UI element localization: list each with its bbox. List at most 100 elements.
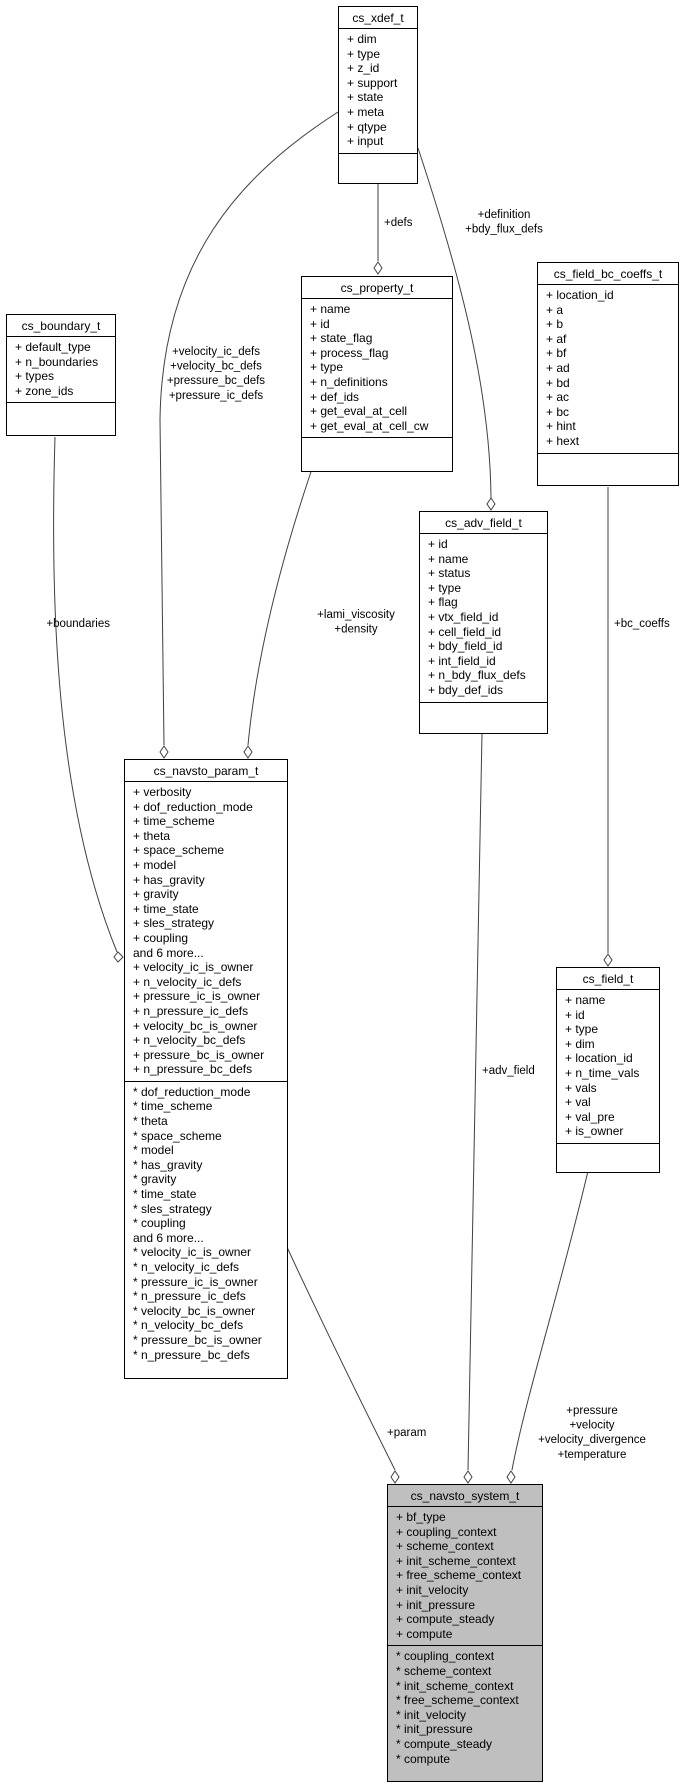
- class-cs-adv-field[interactable]: cs_adv_field_t + id+ name+ status+ type+…: [419, 511, 548, 734]
- attributes-section: + verbosity+ dof_reduction_mode+ time_sc…: [125, 782, 287, 1082]
- member-line: * free_scheme_context: [396, 1693, 519, 1708]
- member-line: + n_velocity_ic_defs: [133, 974, 242, 989]
- member-line: * model: [133, 1143, 174, 1158]
- member-line: * n_pressure_bc_defs: [133, 1347, 250, 1362]
- member-line: * init_scheme_context: [396, 1678, 514, 1693]
- member-line: * n_velocity_ic_defs: [133, 1260, 240, 1274]
- member-line: + zone_ids: [15, 383, 74, 398]
- class-cs-navsto-param[interactable]: cs_navsto_param_t + verbosity+ dof_reduc…: [124, 759, 288, 1379]
- edge-label: +velocity_divergence: [538, 1434, 646, 1446]
- member-line: + process_flag: [310, 345, 389, 360]
- member-line: + vals: [565, 1080, 597, 1095]
- edge-xdef-param: [159, 111, 339, 746]
- member-line: * dof_reduction_mode: [133, 1084, 251, 1099]
- methods-section: [557, 1144, 659, 1165]
- edge-label: +definition: [478, 209, 531, 221]
- member-line: + state_flag: [310, 331, 373, 346]
- member-line: * gravity: [133, 1172, 177, 1187]
- member-line: * init_pressure: [396, 1722, 473, 1737]
- member-line: + theta: [133, 828, 171, 843]
- edge-label: +temperature: [558, 1449, 627, 1461]
- edge-label: +defs: [384, 217, 413, 229]
- member-line: + z_id: [347, 61, 380, 76]
- member-line: + compute: [396, 1626, 453, 1641]
- member-line: + gravity: [133, 887, 179, 902]
- member-line: + free_scheme_context: [396, 1568, 522, 1583]
- member-line: + qtype: [347, 119, 387, 134]
- member-line: + dof_reduction_mode: [133, 799, 253, 814]
- methods-section: * coupling_context* scheme_context* init…: [388, 1646, 542, 1770]
- edge-label: +pressure_bc_defs: [167, 375, 265, 387]
- class-cs-property[interactable]: cs_property_t + name+ id+ state_flag+ pr…: [301, 276, 453, 472]
- member-line: + velocity_bc_is_owner: [133, 1018, 258, 1033]
- member-line: + types: [15, 369, 55, 384]
- member-line: * n_velocity_bc_defs: [133, 1318, 244, 1333]
- member-line: + int_field_id: [428, 653, 496, 668]
- member-line: + compute_steady: [396, 1612, 495, 1627]
- member-line: + velocity_ic_is_owner: [133, 960, 254, 975]
- edge-definition: [417, 147, 492, 499]
- class-title: cs_property_t: [302, 277, 452, 299]
- class-cs-xdef[interactable]: cs_xdef_t + dim+ type+ z_id+ support+ st…: [338, 6, 418, 184]
- member-line: + id: [428, 537, 448, 551]
- class-cs-field-bc-coeffs[interactable]: cs_field_bc_coeffs_t + location_id+ a+ b…: [537, 262, 679, 486]
- member-line: + name: [428, 551, 469, 566]
- member-line: + cell_field_id: [428, 624, 502, 639]
- member-line: and 6 more...: [133, 945, 204, 960]
- member-line: + n_boundaries: [15, 354, 99, 369]
- member-line: * pressure_bc_is_owner: [133, 1332, 262, 1347]
- member-line: * compute: [396, 1751, 451, 1766]
- member-line: * time_state: [133, 1187, 197, 1202]
- member-line: * has_gravity: [133, 1157, 203, 1172]
- class-title: cs_xdef_t: [339, 7, 417, 29]
- member-line: + def_ids: [310, 389, 360, 404]
- aggregation-diamond: [463, 1470, 473, 1484]
- member-line: + get_eval_at_cell: [310, 404, 408, 419]
- member-line: + n_definitions: [310, 374, 388, 389]
- edge-label: +velocity_bc_defs: [170, 361, 262, 373]
- class-title: cs_field_t: [557, 968, 659, 990]
- methods-section: [339, 154, 417, 175]
- class-cs-boundary[interactable]: cs_boundary_t + default_type+ n_boundari…: [6, 314, 116, 436]
- member-line: + n_velocity_bc_defs: [133, 1033, 246, 1048]
- class-cs-navsto-system[interactable]: cs_navsto_system_t + bf_type+ coupling_c…: [387, 1484, 543, 1782]
- edge-label: +bc_coeffs: [614, 618, 670, 630]
- edge-label: +velocity_ic_defs: [172, 346, 260, 358]
- class-cs-field[interactable]: cs_field_t + name+ id+ type+ dim+ locati…: [556, 967, 660, 1173]
- member-line: + coupling: [133, 930, 189, 945]
- member-line: * pressure_ic_is_owner: [133, 1274, 258, 1289]
- member-line: + has_gravity: [133, 872, 205, 887]
- member-line: + is_owner: [565, 1124, 624, 1139]
- member-line: + a: [546, 302, 564, 317]
- edge-label: +param: [387, 1427, 426, 1439]
- member-line: + verbosity: [133, 785, 192, 799]
- edge-label: +velocity: [569, 1420, 614, 1432]
- member-line: and 6 more...: [133, 1230, 204, 1245]
- class-title: cs_navsto_system_t: [388, 1485, 542, 1507]
- attributes-section: + default_type+ n_boundaries+ types+ zon…: [7, 337, 115, 404]
- member-line: + input: [347, 134, 384, 149]
- member-line: + val_pre: [565, 1109, 615, 1124]
- member-line: + name: [310, 302, 351, 316]
- methods-section: [302, 438, 452, 459]
- methods-section: [538, 454, 678, 475]
- member-line: + type: [428, 580, 462, 595]
- attributes-section: + name+ id+ type+ dim+ location_id+ n_ti…: [557, 990, 659, 1144]
- member-line: * space_scheme: [133, 1128, 222, 1143]
- member-line: + bf_type: [396, 1510, 446, 1524]
- aggregation-diamond: [506, 1470, 516, 1484]
- member-line: + sles_strategy: [133, 916, 215, 931]
- class-title: cs_navsto_param_t: [125, 760, 287, 782]
- member-line: + hint: [546, 419, 576, 434]
- member-line: + model: [133, 857, 177, 872]
- member-line: + time_scheme: [133, 814, 215, 829]
- member-line: + location_id: [565, 1051, 633, 1066]
- aggregation-diamond: [243, 745, 253, 759]
- member-line: + id: [565, 1007, 585, 1022]
- edge-param: [285, 1244, 396, 1471]
- member-line: + bdy_field_id: [428, 639, 503, 654]
- member-line: + ad: [546, 360, 570, 375]
- member-line: * scheme_context: [396, 1663, 492, 1678]
- member-line: * time_scheme: [133, 1099, 213, 1114]
